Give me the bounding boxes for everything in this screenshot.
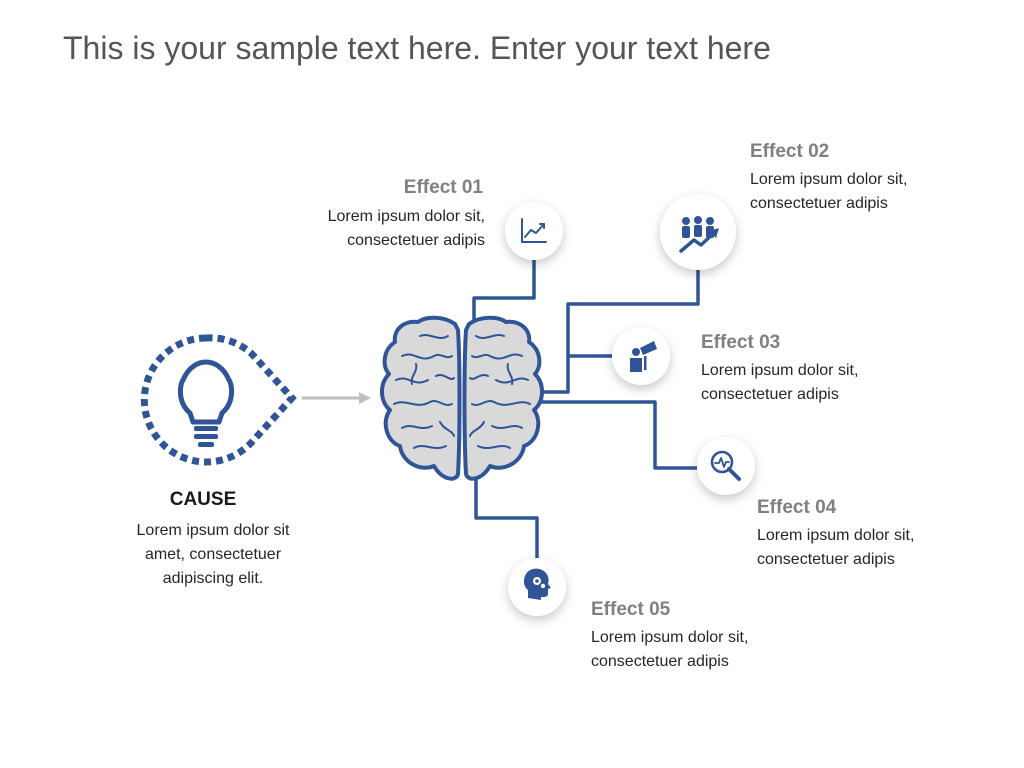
line-chart-icon [521,218,547,243]
effect-05-line-1: Lorem ipsum dolor sit, [591,629,749,646]
team-growth-icon [679,216,719,253]
effect-01-body: Lorem ipsum dolor sit, consectetuer adip… [285,205,485,253]
connector-effect-05 [474,478,539,558]
effect-04-line-1: Lorem ipsum dolor sit, [757,527,915,544]
effect-05-line-2: consectetuer adipis [591,653,729,670]
effect-01-line-1: Lorem ipsum dolor sit, [327,208,485,225]
effect-01-title: Effect 01 [403,177,483,198]
connector-effect-02 [536,270,700,394]
magnifier-pulse-icon [710,450,741,481]
cause-arrow [302,392,371,404]
effect-03-line-2: consectetuer adipis [701,386,839,403]
effect-04-body: Lorem ipsum dolor sit, consectetuer adip… [757,524,997,572]
effect-node-04 [697,437,755,495]
connector-effect-01 [472,258,536,322]
slide-title: This is your sample text here. Enter you… [63,30,771,66]
effect-02-line-1: Lorem ipsum dolor sit, [750,171,908,188]
effect-node-01 [505,202,563,260]
effect-02-line-2: consectetuer adipis [750,195,888,212]
effect-05-body: Lorem ipsum dolor sit, consectetuer adip… [591,626,831,674]
effect-02-body: Lorem ipsum dolor sit, consectetuer adip… [750,168,990,216]
connector-lines [472,258,700,558]
head-gears-icon [523,568,551,600]
effect-node-03 [612,327,670,385]
effect-02-title: Effect 02 [750,141,830,162]
effect-04-line-2: consectetuer adipis [757,551,895,568]
person-telescope-icon [630,341,657,372]
effect-05-title: Effect 05 [591,599,671,620]
brain-right-hemisphere [462,315,544,481]
effect-node-02 [660,194,736,270]
effect-04-title: Effect 04 [757,497,837,518]
effect-node-05 [508,558,566,616]
brain-folds [393,334,531,449]
effect-03-line-1: Lorem ipsum dolor sit, [701,362,859,379]
cause-title: CAUSE [169,489,237,510]
brain-left-hemisphere [380,315,462,481]
cause-line-2: amet, consectetuer [144,546,282,563]
cause-line-3: adipiscing elit. [162,570,264,587]
effect-01-line-2: consectetuer adipis [347,232,485,249]
connector-effect-04 [536,400,697,470]
cause-line-1: Lorem ipsum dolor sit [136,522,290,539]
effect-03-body: Lorem ipsum dolor sit, consectetuer adip… [701,359,941,407]
effect-03-title: Effect 03 [701,332,781,353]
cause-body: Lorem ipsum dolor sit amet, consectetuer… [113,519,313,591]
cause-lightbulb-icon [140,334,297,466]
brain-illustration [380,315,544,481]
